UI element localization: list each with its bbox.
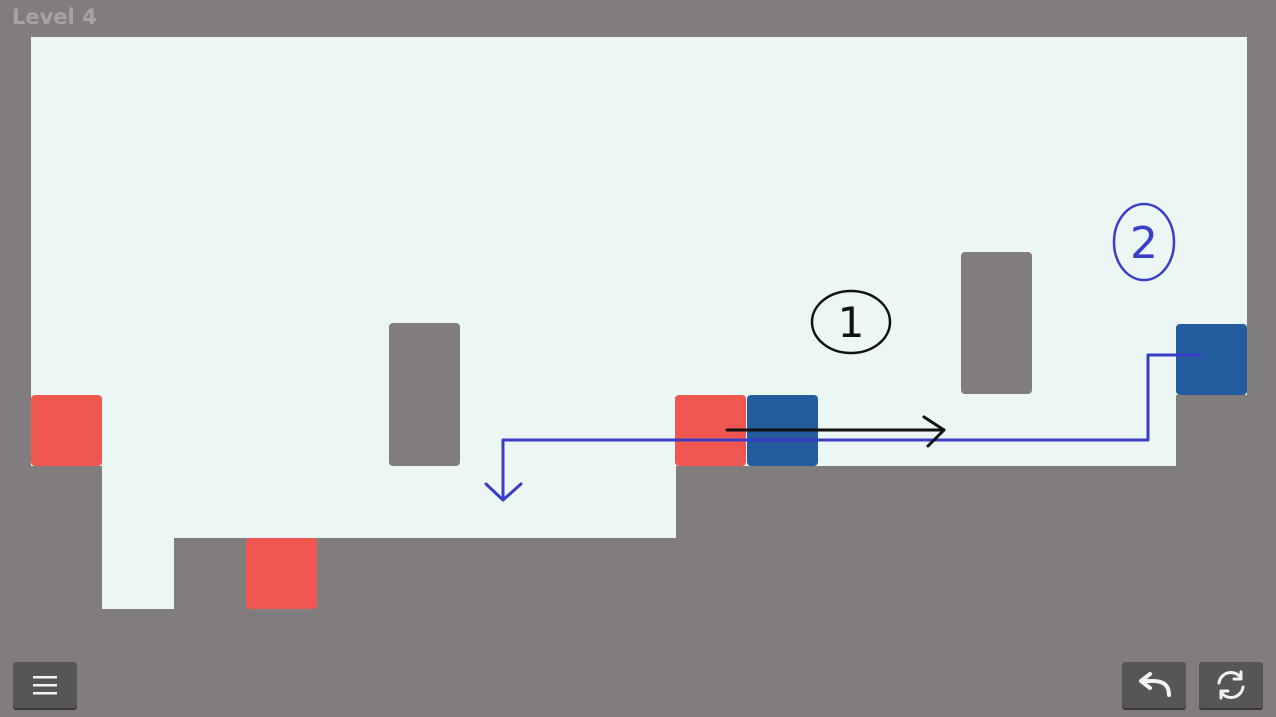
- red-block[interactable]: [246, 538, 317, 609]
- black-arrowhead: [922, 415, 946, 448]
- wall-pillar: [389, 323, 460, 466]
- step-two-circle: [1112, 202, 1176, 282]
- hamburger-menu-icon: [33, 676, 57, 695]
- menu-button[interactable]: [13, 662, 77, 708]
- blue-arrowhead: [484, 482, 523, 502]
- playfield: [31, 37, 1247, 609]
- wall-pillar: [961, 252, 1032, 394]
- restart-button[interactable]: [1199, 662, 1263, 708]
- blue-block[interactable]: [1176, 324, 1247, 395]
- step-one-circle: [810, 289, 892, 355]
- blue-path-annotation: [501, 353, 1202, 500]
- red-block[interactable]: [675, 395, 746, 466]
- level-title: Level 4: [12, 5, 97, 29]
- red-block[interactable]: [31, 395, 102, 466]
- step-two-label: 2: [1130, 218, 1158, 269]
- undo-arrow-icon: [1139, 672, 1171, 697]
- undo-button[interactable]: [1122, 662, 1186, 708]
- step-one-label: 1: [838, 298, 865, 347]
- restart-icon: [1217, 670, 1245, 700]
